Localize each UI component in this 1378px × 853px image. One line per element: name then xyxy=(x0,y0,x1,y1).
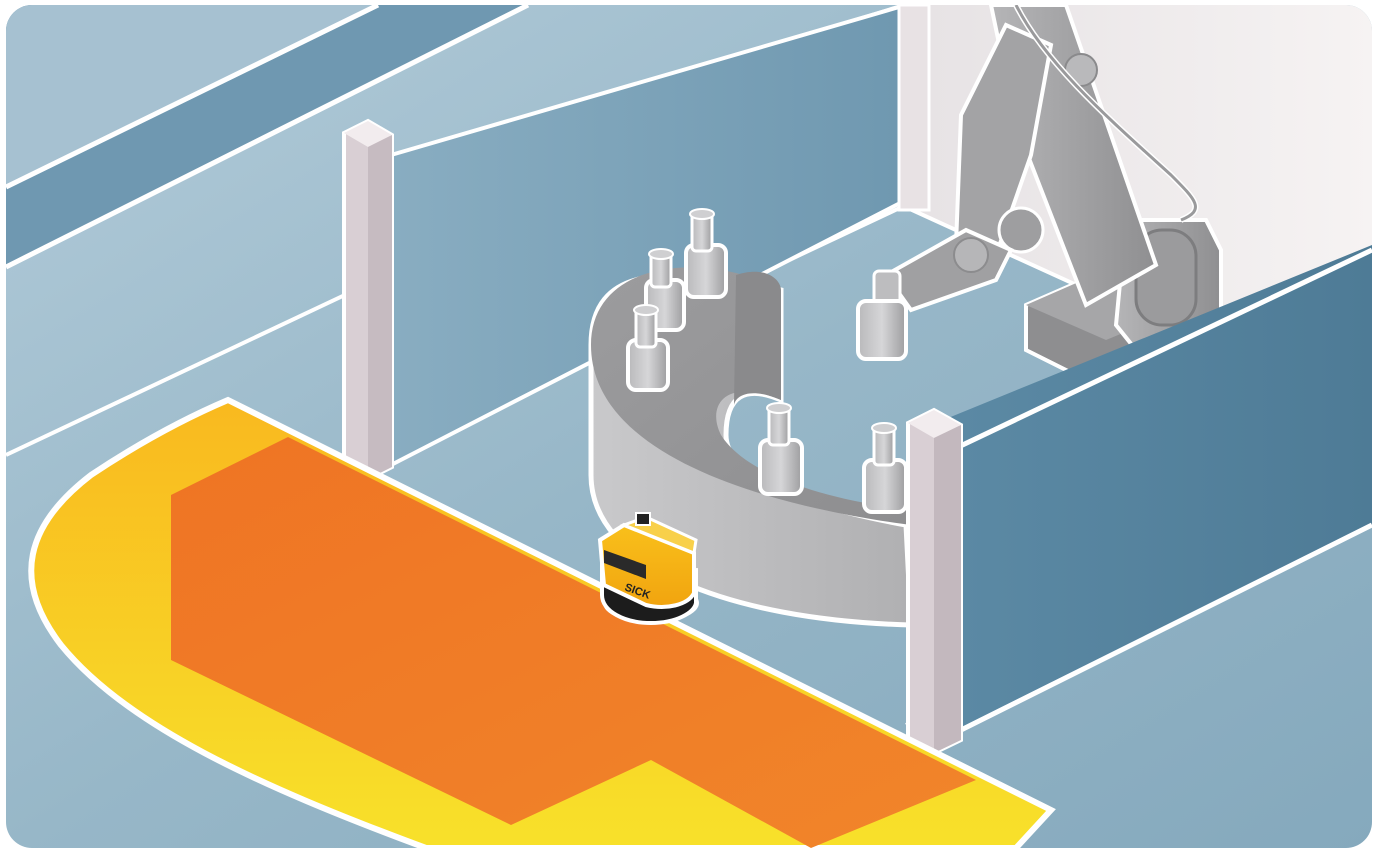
fence-post-right xyxy=(908,410,961,753)
illustration-frame: SICK xyxy=(6,5,1372,848)
robot-cell-scene: SICK xyxy=(6,5,1372,848)
fence-post-back xyxy=(899,5,929,210)
scanner-connector-icon xyxy=(636,513,650,525)
